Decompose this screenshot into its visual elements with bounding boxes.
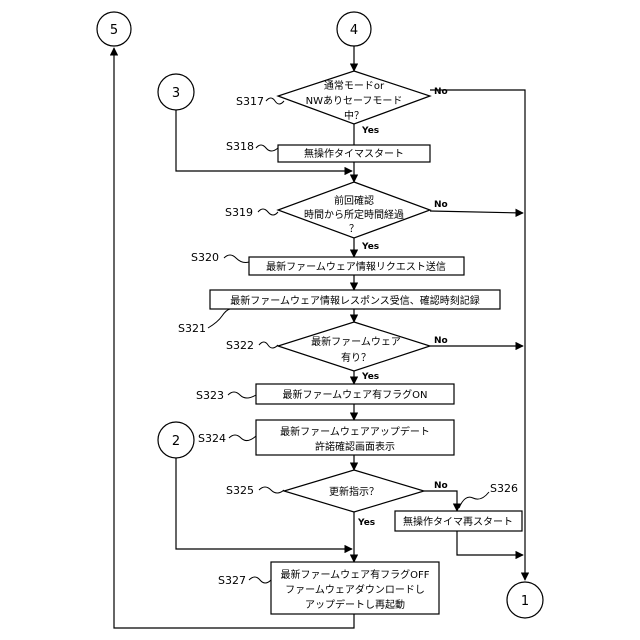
svg-text:4: 4	[350, 23, 358, 38]
svg-text:S325: S325	[226, 484, 254, 497]
svg-text:S326: S326	[490, 482, 518, 495]
connector-1: 1	[507, 582, 543, 618]
svg-text:最新ファームウェア情報レスポンス受信、確認時刻記録: 最新ファームウェア情報レスポンス受信、確認時刻記録	[230, 294, 480, 307]
step-label-s326: S326	[459, 482, 518, 508]
svg-text:最新ファームウェア有フラグOFF: 最新ファームウェア有フラグOFF	[280, 568, 429, 581]
yes-label-s325: Yes	[357, 518, 375, 528]
svg-text:時間から所定時間経過: 時間から所定時間経過	[304, 208, 404, 221]
svg-text:S321: S321	[178, 322, 206, 335]
svg-text:3: 3	[172, 86, 180, 101]
process-s327: 最新ファームウェア有フラグOFF ファームウェアダウンロードし アップデートし再…	[271, 562, 439, 614]
step-label-s322: S322	[226, 339, 278, 352]
no-label-s317: No	[434, 87, 448, 97]
svg-text:1: 1	[521, 594, 529, 609]
decision-s325: 更新指示？	[284, 470, 424, 512]
svg-text:ファームウェアダウンロードし: ファームウェアダウンロードし	[285, 583, 425, 596]
svg-text:NWありセーフモード: NWありセーフモード	[306, 95, 403, 107]
svg-text:S324: S324	[198, 432, 226, 445]
step-label-s323: S323	[196, 389, 256, 402]
svg-text:アップデートし再起動: アップデートし再起動	[305, 598, 405, 611]
svg-text:最新ファームウェア有フラグON: 最新ファームウェア有フラグON	[282, 388, 427, 401]
svg-text:中？: 中？	[344, 109, 364, 122]
svg-text:S322: S322	[226, 339, 254, 352]
decision-s317: 通常モードor NWありセーフモード 中？	[278, 71, 430, 124]
process-s323: 最新ファームウェア有フラグON	[256, 384, 454, 404]
svg-text:更新指示？: 更新指示？	[329, 485, 379, 498]
step-label-s327: S327	[218, 574, 271, 587]
svg-text:許諾確認画面表示: 許諾確認画面表示	[315, 440, 395, 453]
svg-text:S317: S317	[236, 95, 264, 108]
process-s326: 無操作タイマ再スタート	[395, 511, 522, 531]
svg-text:S323: S323	[196, 389, 224, 402]
yes-label-s317: Yes	[361, 126, 379, 136]
step-label-s324: S324	[198, 432, 256, 445]
svg-text:最新ファームウェア情報リクエスト送信: 最新ファームウェア情報リクエスト送信	[266, 260, 446, 273]
svg-text:通常モードor: 通常モードor	[324, 79, 385, 92]
step-label-s318: S318	[226, 140, 278, 153]
svg-text:5: 5	[110, 23, 118, 38]
decision-s322: 最新ファームウェア 有り？	[278, 322, 430, 371]
svg-text:無操作タイマスタート: 無操作タイマスタート	[304, 147, 404, 160]
svg-text:最新ファームウェア: 最新ファームウェア	[311, 335, 401, 348]
process-s318: 無操作タイマスタート	[278, 145, 430, 162]
svg-text:有り？: 有り？	[341, 351, 371, 364]
connector-4: 4	[337, 12, 371, 46]
process-s320: 最新ファームウェア情報リクエスト送信	[249, 257, 464, 275]
step-label-s319: S319	[225, 206, 278, 219]
svg-text:無操作タイマ再スタート: 無操作タイマ再スタート	[403, 515, 513, 528]
step-label-s317: S317	[236, 95, 284, 108]
yes-label-s322: Yes	[361, 372, 379, 382]
process-s321: 最新ファームウェア情報レスポンス受信、確認時刻記録	[210, 290, 500, 309]
svg-text:S327: S327	[218, 574, 246, 587]
step-label-s325: S325	[226, 484, 284, 497]
svg-text:？: ？	[349, 224, 359, 235]
svg-text:S318: S318	[226, 140, 254, 153]
connector-3: 3	[158, 74, 194, 110]
yes-label-s319: Yes	[361, 242, 379, 252]
decision-s319: 前回確認 時間から所定時間経過 ？	[278, 182, 430, 238]
svg-text:S320: S320	[191, 251, 219, 264]
svg-text:S319: S319	[225, 206, 253, 219]
process-s324: 最新ファームウェアアップデート 許諾確認画面表示	[256, 420, 454, 455]
no-label-s322: No	[434, 336, 448, 346]
connector-2: 2	[158, 422, 194, 458]
no-label-s325: No	[434, 481, 448, 491]
svg-text:2: 2	[172, 434, 180, 449]
svg-text:前回確認: 前回確認	[334, 194, 374, 207]
step-label-s320: S320	[191, 251, 249, 264]
no-label-s319: No	[434, 200, 448, 210]
step-label-s321: S321	[178, 309, 230, 335]
connector-5: 5	[97, 12, 131, 46]
svg-text:最新ファームウェアアップデート: 最新ファームウェアアップデート	[280, 425, 430, 438]
